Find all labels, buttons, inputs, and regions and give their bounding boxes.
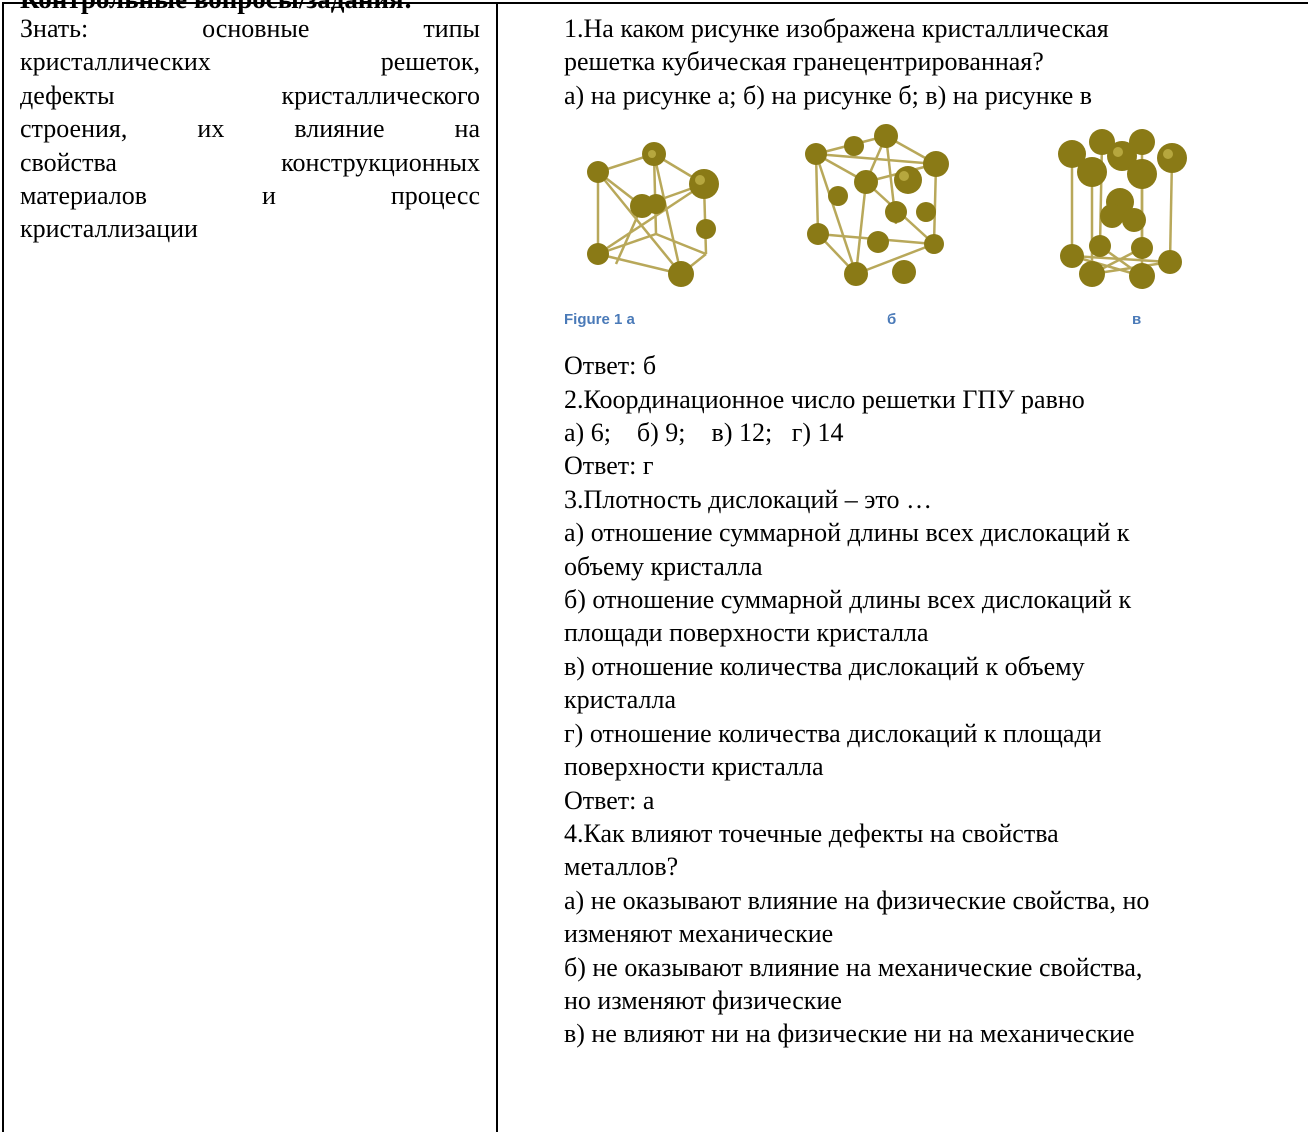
competence-line: кристаллизации [20, 214, 198, 244]
lattice-figure-a [587, 142, 719, 288]
option-b: б) 9; [636, 418, 686, 448]
competence-line: строения, их влияние на [20, 114, 480, 144]
questions-cell: 1.На каком рисунке изображена кристаллич… [564, 12, 1304, 1051]
question-3-text: 3.Плотность дислокаций – это … [564, 484, 932, 514]
question-4-text: металлов? [564, 852, 679, 882]
question-4-option: в) не влияют ни на физические ни на меха… [564, 1019, 1135, 1049]
question-3-option: в) отношение количества дислокаций к объ… [564, 651, 1085, 681]
question-4-text: 4.Как влияют точечные дефекты на свойств… [564, 818, 1059, 848]
question-3-option: поверхности кристалла [564, 752, 824, 782]
question-1-text: решетка кубическая гранецентрированная? [564, 47, 1044, 77]
caption-b: б [887, 311, 897, 329]
question-3-option: объему кристалла [564, 551, 763, 581]
question-3-option: б) отношение суммарной длины всех дислок… [564, 585, 1132, 615]
question-4-option: изменяют механические [564, 919, 834, 949]
competence-line: кристаллических решеток, [20, 47, 480, 77]
table-column-divider [496, 2, 498, 1132]
figure-captions: Figure 1 а б в [564, 299, 1304, 329]
question-4-option: а) не оказывают влияние на физические св… [564, 885, 1150, 915]
question-4-option: но изменяют физические [564, 985, 842, 1015]
question-3-option: кристалла [564, 685, 677, 715]
question-1-text: 1.На каком рисунке изображена кристаллич… [564, 14, 1109, 43]
option-d: г) 14 [791, 418, 844, 448]
option-c: в) 12; [711, 418, 773, 448]
caption-c: в [1132, 311, 1142, 329]
lattice-figure-c [1058, 129, 1187, 290]
answer-2: Ответ: г [564, 451, 654, 481]
answer-3: Ответ: а [564, 785, 655, 815]
competence-line: Знать: основные типы [20, 14, 480, 43]
question-1-options: а) на рисунке а; б) на рисунке б; в) на … [564, 80, 1093, 110]
lattice-figure-b [805, 124, 949, 287]
question-3-option: площади поверхности кристалла [564, 618, 929, 648]
lattice-figures [564, 124, 1304, 299]
table-border-left [2, 2, 4, 1132]
option-a: а) 6; [564, 418, 611, 448]
competence-line: материалов и процесс [20, 181, 480, 211]
question-3-option: а) отношение суммарной длины всех дислок… [564, 518, 1130, 548]
caption-a: Figure 1 а [564, 311, 635, 329]
question-3-option: г) отношение количества дислокаций к пло… [564, 718, 1102, 748]
competence-line: свойства конструкционных [20, 147, 480, 177]
answer-1: Ответ: б [564, 351, 657, 381]
atom-group [587, 142, 719, 288]
question-2-options: а) 6; б) 9; в) 12; г) 14 [564, 416, 1304, 449]
question-4-option: б) не оказывают влияние на механические … [564, 952, 1143, 982]
competence-line: дефекты кристаллического [20, 80, 480, 110]
competence-cell: Знать: основные типы кристаллических реш… [20, 12, 480, 246]
question-2-text: 2.Координационное число решетки ГПУ равн… [564, 384, 1085, 414]
